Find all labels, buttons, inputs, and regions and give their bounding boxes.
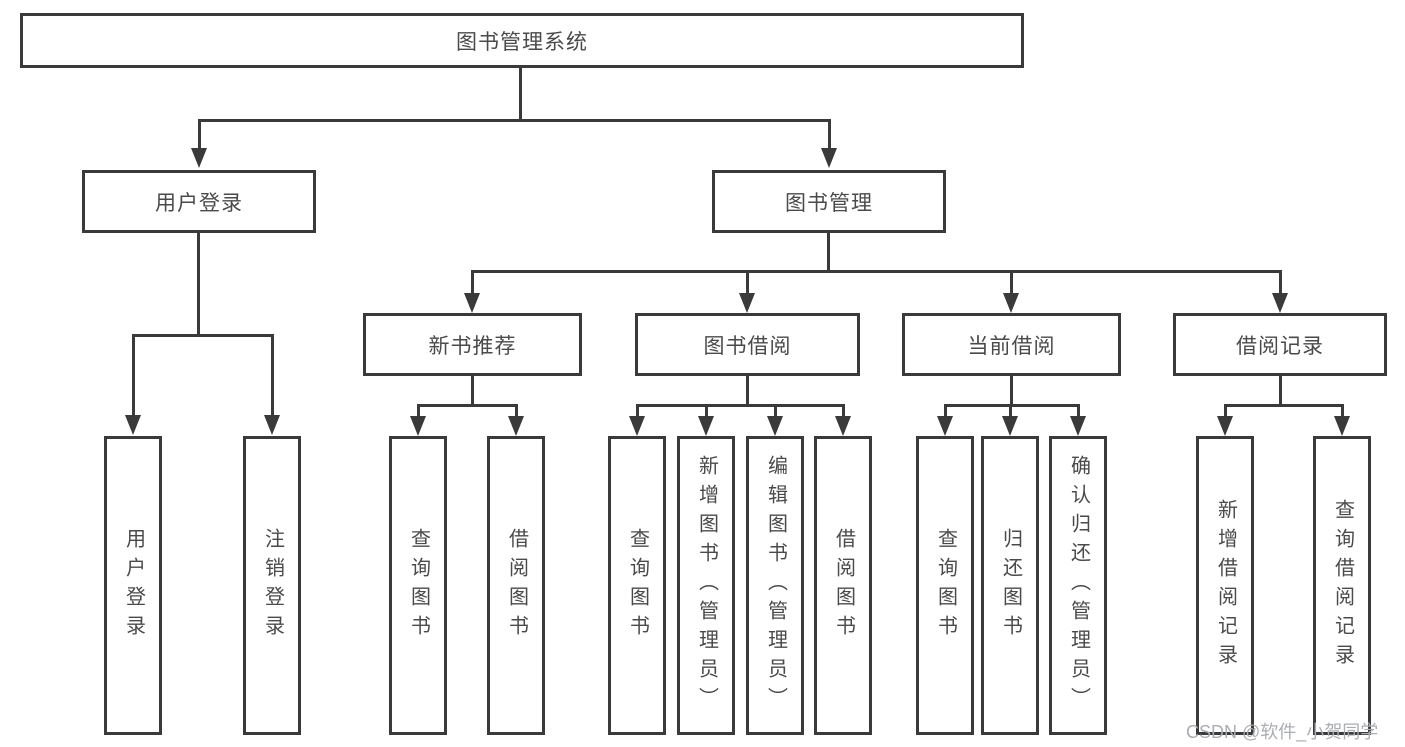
connector-line (471, 270, 474, 294)
leaf-logout: 注销登录 (243, 436, 301, 735)
connector-line (417, 404, 420, 417)
connector-line (636, 404, 639, 417)
leaf-confirm-return-admin-label: 确认归还（管理员） (1067, 455, 1090, 716)
connector-line (132, 334, 135, 415)
leaf-return-books-label: 归还图书 (999, 527, 1022, 644)
connector-line (842, 404, 845, 417)
leaf-edit-books-admin-label: 编辑图书（管理员） (764, 455, 787, 716)
node-book-management-label: 图书管理 (785, 191, 873, 215)
arrow-down-icon (508, 416, 524, 436)
connector-line (944, 404, 947, 417)
leaf-add-books-admin: 新增图书（管理员） (677, 436, 735, 735)
arrow-down-icon (698, 416, 714, 436)
arrow-down-icon (1217, 416, 1233, 436)
leaf-borrow-books-recommend: 借阅图书 (487, 436, 545, 735)
node-borrow-records-label: 借阅记录 (1236, 334, 1324, 358)
leaf-query-borrow-record-label: 查询借阅记录 (1331, 498, 1354, 673)
leaf-add-books-admin-label: 新增图书（管理员） (695, 455, 718, 716)
arrow-down-icon (821, 148, 837, 168)
arrow-down-icon (767, 416, 783, 436)
connector-line (1009, 404, 1012, 417)
leaf-borrow-books: 借阅图书 (814, 436, 872, 735)
csdn-watermark: CSDN @软件_小贺同学 (1186, 722, 1379, 742)
leaf-query-books-current-label: 查询图书 (934, 527, 957, 644)
connector-line (636, 404, 845, 407)
node-book-management: 图书管理 (712, 170, 946, 233)
leaf-query-books: 查询图书 (608, 436, 666, 735)
connector-line (515, 404, 518, 417)
arrow-down-icon (739, 293, 755, 313)
node-current-borrow-label: 当前借阅 (967, 334, 1056, 358)
connector-line (197, 233, 200, 336)
arrow-down-icon (191, 148, 207, 168)
leaf-query-books-recommend: 查询图书 (389, 436, 447, 735)
arrow-down-icon (1002, 416, 1018, 436)
connector-line (519, 68, 522, 120)
node-user-login: 用户登录 (82, 170, 316, 233)
connector-line (1224, 404, 1344, 407)
connector-line (705, 404, 708, 417)
node-new-book-recommend: 新书推荐 (363, 313, 582, 376)
leaf-add-borrow-record: 新增借阅记录 (1196, 436, 1254, 735)
connector-line (1077, 404, 1080, 417)
connector-line (828, 119, 831, 150)
node-current-borrow: 当前借阅 (902, 313, 1121, 376)
arrow-down-icon (125, 415, 141, 435)
connector-line (1010, 270, 1013, 294)
node-root: 图书管理系统 (20, 13, 1024, 68)
leaf-query-books-recommend-label: 查询图书 (407, 527, 430, 644)
leaf-user-login: 用户登录 (104, 436, 162, 735)
connector-line (827, 233, 830, 273)
arrow-down-icon (410, 416, 426, 436)
arrow-down-icon (835, 416, 851, 436)
connector-line (198, 119, 201, 150)
arrow-down-icon (1003, 293, 1019, 313)
leaf-confirm-return-admin: 确认归还（管理员） (1049, 436, 1107, 735)
connector-line (1010, 376, 1013, 406)
node-borrow-records: 借阅记录 (1173, 313, 1387, 376)
arrow-down-icon (937, 416, 953, 436)
connector-line (471, 270, 1282, 273)
node-user-login-label: 用户登录 (155, 191, 243, 215)
leaf-query-books-current: 查询图书 (916, 436, 974, 735)
leaf-query-borrow-record: 查询借阅记录 (1313, 436, 1371, 735)
arrow-down-icon (629, 416, 645, 436)
leaf-borrow-books-recommend-label: 借阅图书 (505, 527, 528, 644)
arrow-down-icon (1272, 293, 1288, 313)
connector-line (1341, 404, 1344, 417)
connector-line (1279, 376, 1282, 406)
leaf-user-login-label: 用户登录 (122, 527, 145, 644)
connector-line (746, 270, 749, 294)
node-book-borrow: 图书借阅 (635, 313, 860, 376)
arrow-down-icon (464, 293, 480, 313)
leaf-borrow-books-label: 借阅图书 (832, 527, 855, 644)
connector-line (198, 119, 831, 122)
connector-line (471, 376, 474, 406)
leaf-return-books: 归还图书 (981, 436, 1039, 735)
connector-line (1279, 270, 1282, 294)
connector-line (746, 376, 749, 406)
leaf-edit-books-admin: 编辑图书（管理员） (746, 436, 804, 735)
arrow-down-icon (1334, 416, 1350, 436)
connector-line (944, 404, 1080, 407)
connector-line (132, 334, 274, 337)
connector-line (774, 404, 777, 417)
leaf-logout-label: 注销登录 (261, 527, 284, 644)
arrow-down-icon (264, 415, 280, 435)
node-book-borrow-label: 图书借阅 (703, 334, 792, 358)
leaf-query-books-label: 查询图书 (626, 527, 649, 644)
connector-line (271, 334, 274, 415)
arrow-down-icon (1070, 416, 1086, 436)
node-new-book-recommend-label: 新书推荐 (428, 334, 517, 358)
connector-line (1224, 404, 1227, 417)
node-root-label: 图书管理系统 (456, 30, 588, 54)
leaf-add-borrow-record-label: 新增借阅记录 (1214, 498, 1237, 673)
connector-line (417, 404, 518, 407)
